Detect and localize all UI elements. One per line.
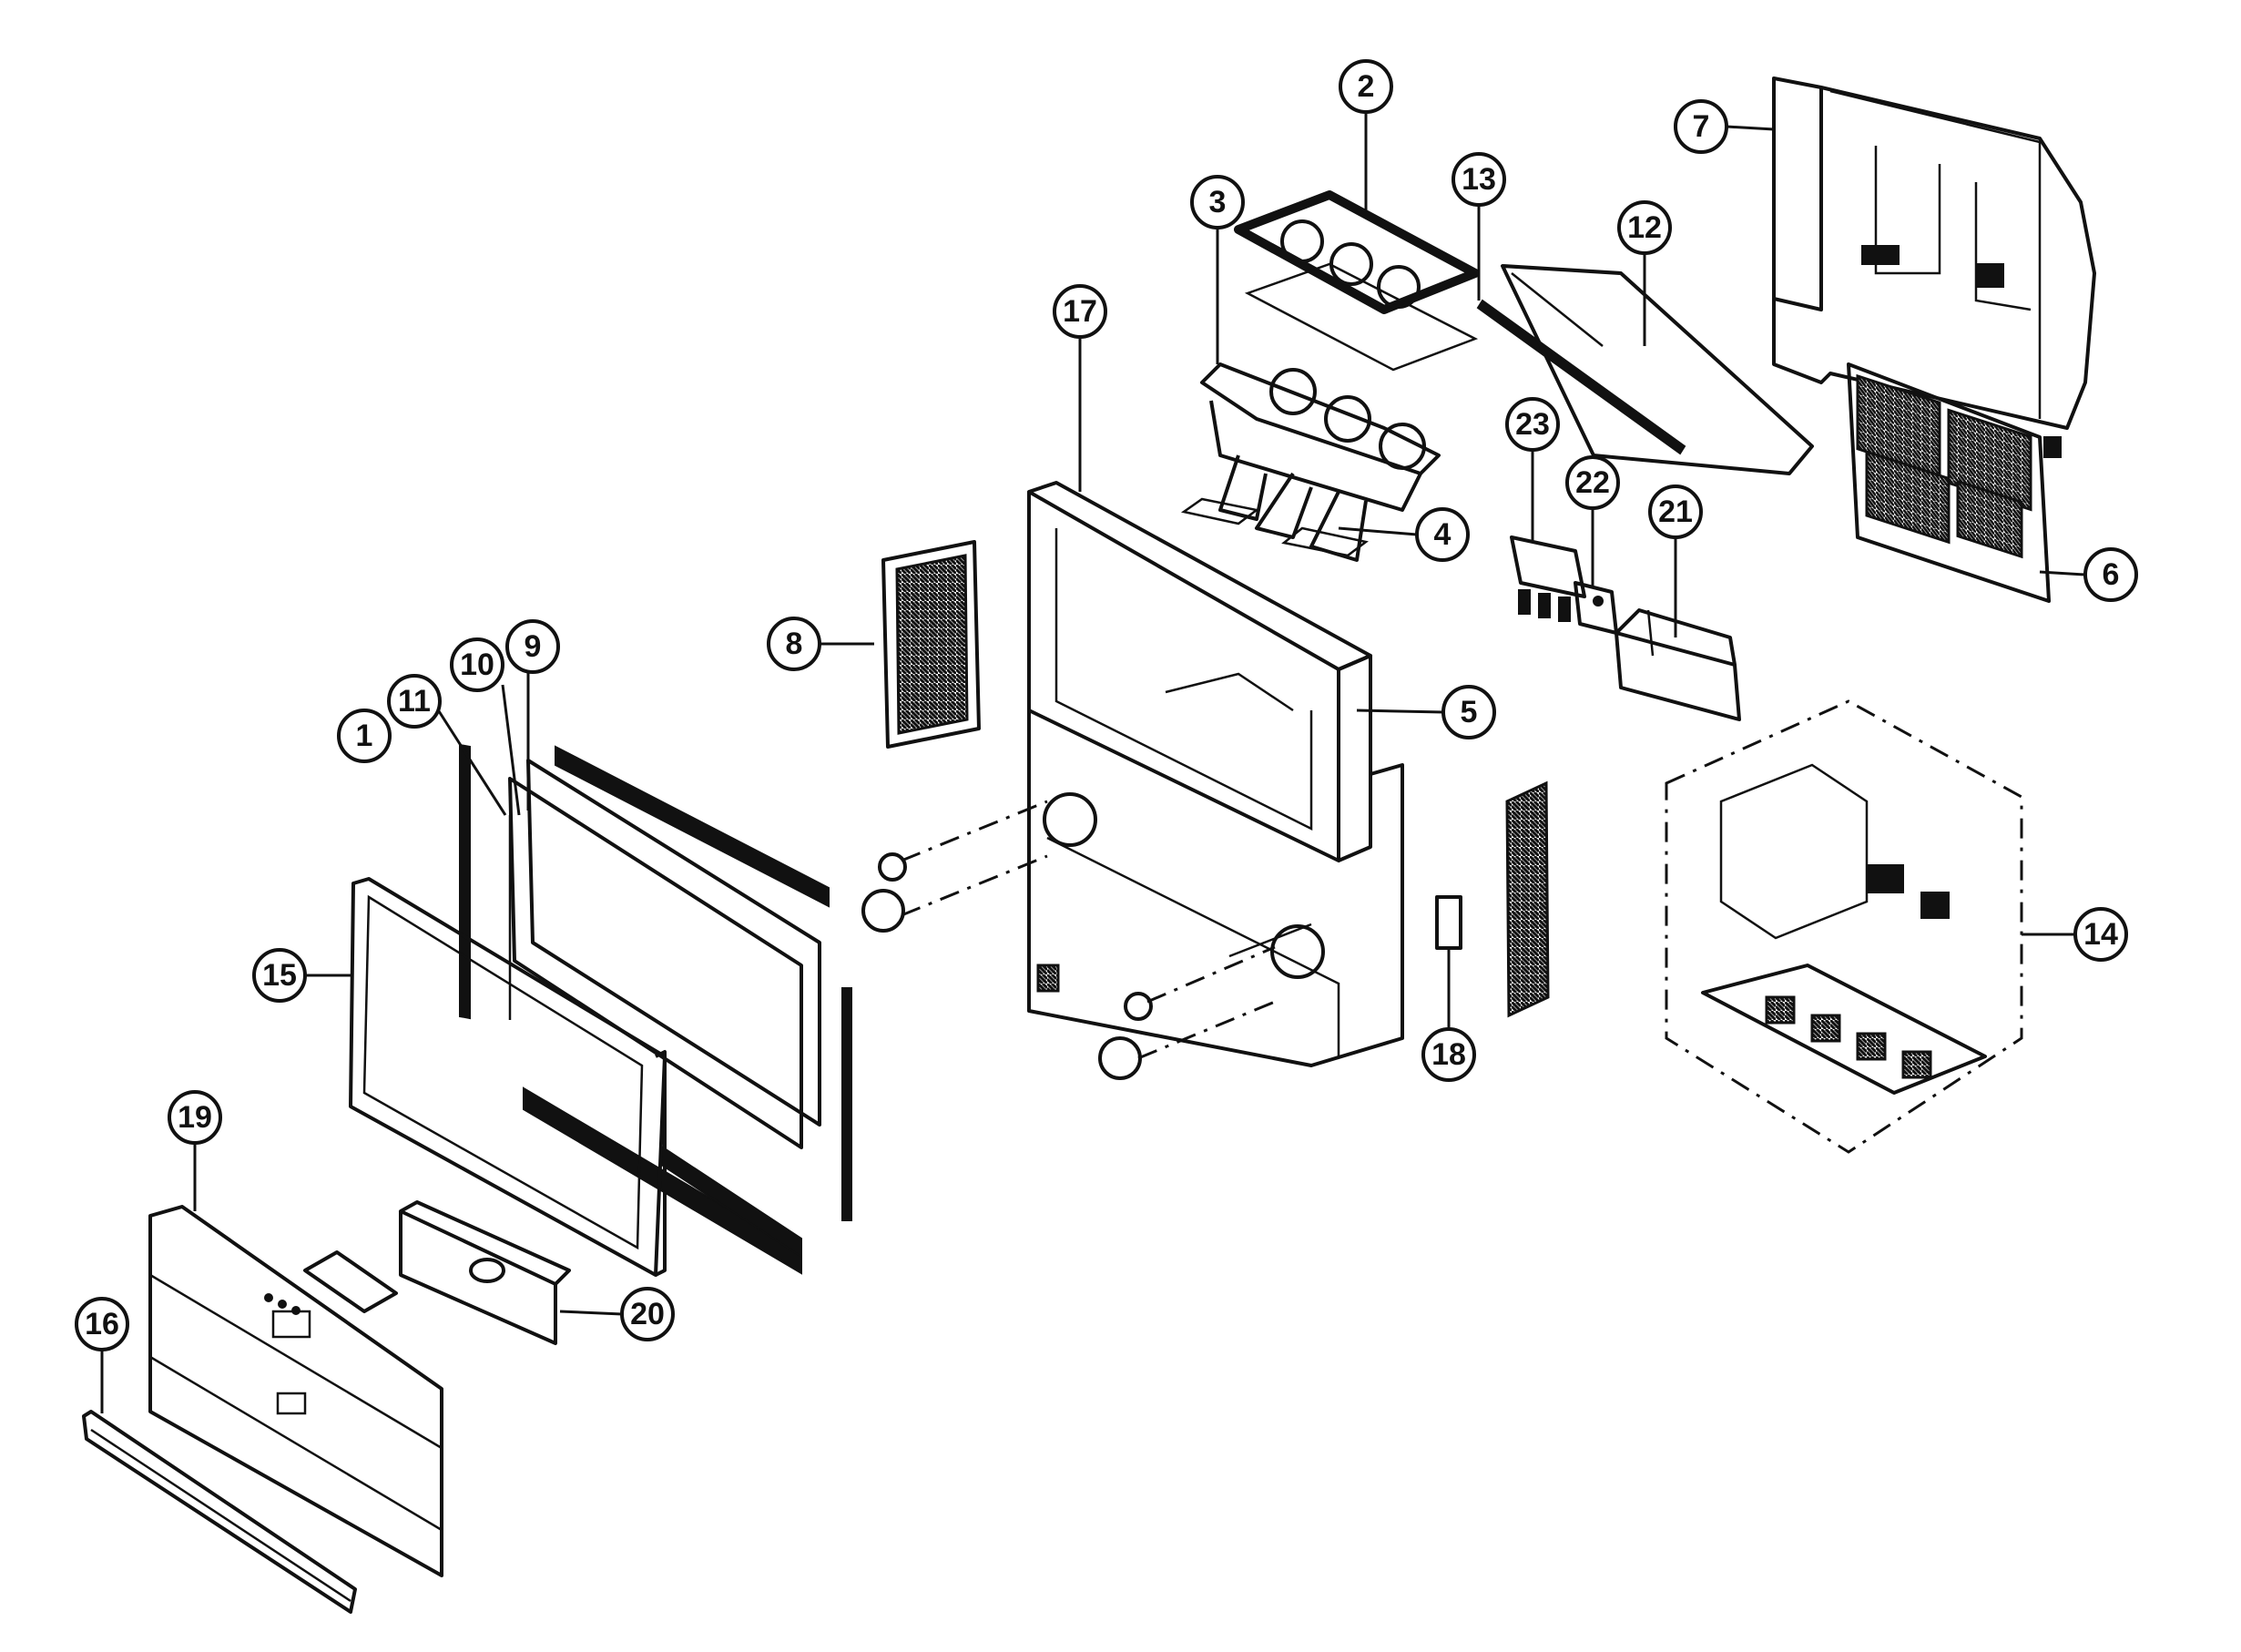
callout-label: 20	[630, 1297, 665, 1331]
callout-label: 21	[1658, 495, 1693, 529]
callout-label: 13	[1462, 162, 1496, 197]
callout-14: 14	[2073, 907, 2128, 962]
callout-label: 15	[262, 958, 297, 993]
part-19-front-panel	[148, 1205, 443, 1577]
part-9-10-11-screen-layers	[508, 759, 821, 1149]
part-23-connector-block	[1510, 535, 1586, 622]
callout-layer: 1 2 3 4 5 6 7 8 9 10 11 12 13 14 15 16 1…	[75, 59, 2138, 1351]
callout-label: 9	[525, 629, 542, 664]
speakers	[861, 800, 1276, 1080]
seal-strips	[459, 743, 852, 1275]
callout-5: 5	[1441, 685, 1496, 739]
part-18-small-part	[1435, 895, 1462, 950]
callout-6: 6	[2083, 547, 2138, 602]
callout-11: 11	[387, 674, 442, 729]
callout-16: 16	[75, 1297, 129, 1351]
side-grille-right	[1505, 780, 1550, 1018]
callout-2: 2	[1339, 59, 1393, 114]
callout-20: 20	[620, 1287, 675, 1341]
callout-13: 13	[1452, 152, 1506, 207]
callout-23: 23	[1505, 397, 1560, 452]
callout-label: 17	[1063, 294, 1097, 329]
leader-lines	[100, 111, 2086, 1413]
callout-12: 12	[1617, 200, 1672, 255]
callout-label: 11	[398, 684, 431, 719]
callout-label: 2	[1358, 69, 1375, 104]
callout-19: 19	[168, 1090, 222, 1145]
callout-15: 15	[252, 948, 307, 1003]
callout-label: 23	[1515, 407, 1550, 442]
callout-3: 3	[1190, 175, 1245, 229]
callout-label: 18	[1431, 1037, 1466, 1072]
callout-22: 22	[1565, 455, 1620, 510]
part-7-rear-cover	[1772, 76, 2096, 458]
callout-label: 7	[1693, 109, 1710, 144]
part-15-front-frame	[349, 877, 667, 1277]
callout-label: 4	[1434, 517, 1452, 552]
callout-8: 8	[767, 617, 821, 671]
part-21-bracket	[1615, 608, 1741, 721]
callout-label: 16	[85, 1307, 119, 1341]
callout-label: 14	[2083, 917, 2118, 952]
callout-10: 10	[450, 637, 504, 692]
part-20-logo-plate	[399, 1200, 571, 1345]
part-12-13-mirror	[1476, 264, 1814, 475]
callout-label: 1	[356, 719, 373, 753]
callout-label: 22	[1575, 465, 1610, 500]
callout-label: 5	[1461, 695, 1478, 729]
part-6-rear-board	[1847, 362, 2051, 603]
callout-4: 4	[1415, 507, 1470, 562]
callout-1: 1	[337, 709, 392, 763]
callout-label: 3	[1209, 185, 1227, 219]
callout-label: 8	[786, 627, 803, 661]
part-3-crt-assembly	[1200, 362, 1441, 512]
part-17-main-cabinet	[1027, 481, 1404, 1067]
parts-layer	[82, 76, 2096, 1614]
callout-label: 19	[178, 1100, 212, 1135]
callout-label: 12	[1627, 210, 1662, 245]
part-16-bottom-trim	[82, 1410, 357, 1614]
callout-18: 18	[1421, 1027, 1476, 1082]
part-2-light-shield	[1234, 190, 1480, 372]
callout-label: 10	[460, 648, 494, 682]
callout-9: 9	[505, 619, 560, 674]
part-14-pcb-chassis	[1665, 699, 2023, 1154]
callout-17: 17	[1053, 284, 1107, 339]
callout-21: 21	[1648, 484, 1703, 539]
part-8-side-grille	[881, 540, 981, 749]
callout-label: 6	[2103, 557, 2120, 592]
callout-7: 7	[1674, 99, 1728, 154]
